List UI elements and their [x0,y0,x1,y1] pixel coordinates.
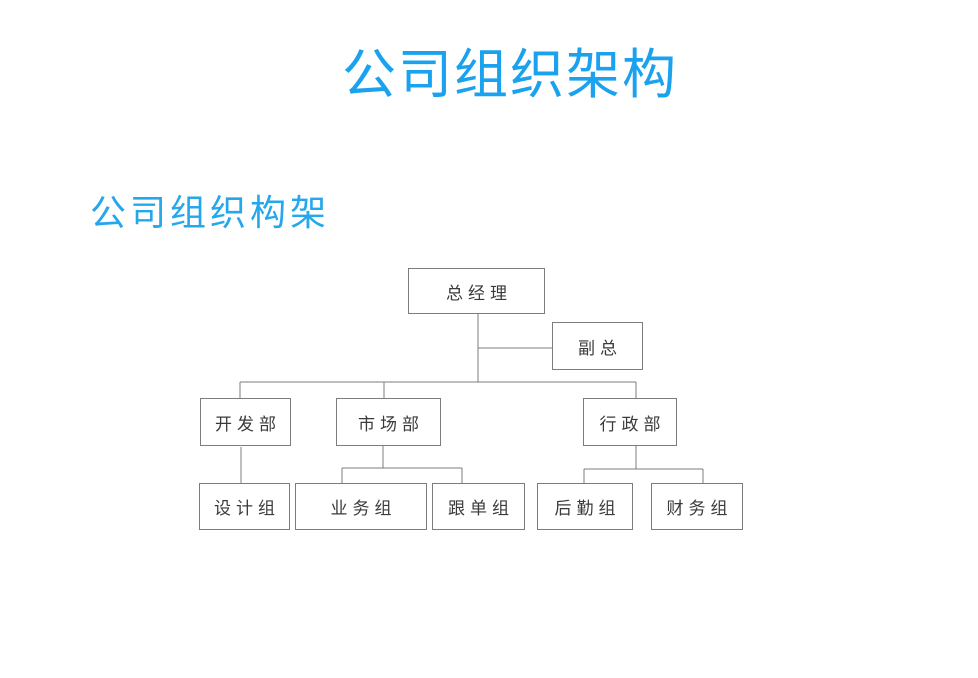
org-node-deputy-general: 副总 [552,322,643,370]
org-node-business-group: 业务组 [295,483,427,530]
org-node-development-dept: 开发部 [200,398,291,446]
section-heading: 公司组织构架 [90,193,331,233]
org-node-design-group: 设计组 [199,483,290,530]
org-node-finance-group: 财务组 [651,483,743,530]
org-node-general-manager: 总经理 [408,268,545,314]
page-title: 公司组织架构 [342,45,678,105]
org-node-order-follow-group: 跟单组 [432,483,525,530]
org-node-logistics-group: 后勤组 [537,483,633,530]
org-node-administration-dept: 行政部 [583,398,677,446]
org-node-marketing-dept: 市场部 [336,398,441,446]
